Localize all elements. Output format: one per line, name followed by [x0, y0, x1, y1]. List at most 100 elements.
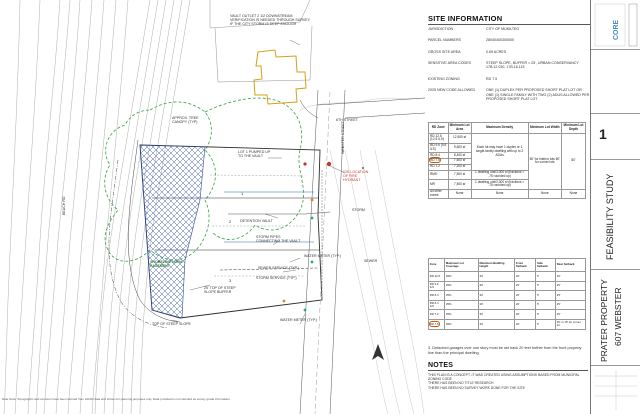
utility-marker — [282, 299, 286, 303]
utility-marker — [310, 198, 314, 202]
table-cell: 5' — [535, 280, 556, 292]
table-cell: 25' — [554, 309, 587, 320]
table-cell: 5' — [535, 309, 556, 320]
site-info-value: 0.69 ACRES — [486, 49, 507, 54]
label-water-meter-2: WATER METER (TYP.) — [280, 318, 318, 322]
table-cell: Each lot may have 1 duplex or 1 single-f… — [470, 133, 529, 171]
table-cell: 35% — [444, 290, 479, 301]
table-cell: 7,500 sf — [447, 158, 472, 165]
core-logo-icon — [594, 3, 638, 47]
label-water-meter: WATER METER (TYP.) — [304, 254, 342, 258]
site-info-value: ONE (1) DUPLEX PER PROPOSED SHORT PLAT L… — [486, 88, 590, 101]
note-item: THERE HAS BEEN NO SURVEY WORK DONE FOR T… — [428, 385, 525, 390]
label-sewer: SEWER — [364, 259, 378, 263]
note-item: THIS PLAN IS A CONCEPT. IT WAS CREATED U… — [428, 373, 580, 382]
table-cell: 8,400 sf — [447, 152, 472, 159]
streets — [299, 89, 425, 414]
table-cell: 35% — [444, 318, 479, 330]
table-cell: 20' — [514, 299, 537, 311]
steep-slope-buffer-line — [108, 159, 169, 329]
table-cell: 30' — [477, 318, 516, 330]
column-header: Minimum Lot Depth — [560, 122, 587, 134]
table-cell: RD 12.5 (12.5 ILS) — [428, 133, 449, 144]
table-cell: All other zones — [428, 188, 449, 200]
table-cell: 20' — [514, 280, 537, 292]
table-cell: 25' or 15' for corner lot — [554, 318, 587, 330]
table-cell: 5' — [535, 299, 556, 311]
title-block: CORE 1 FEASIBILITY STUDY PRATER PROPERTY… — [590, 0, 640, 414]
label-webster-street: WEBSTER STREET — [341, 121, 345, 154]
table-cell: 25' — [554, 290, 587, 301]
column-header: Front Setback — [514, 258, 537, 272]
table-cell: None — [470, 188, 529, 200]
column-header: Side Setback — [535, 258, 556, 272]
notes-panel: NOTES THIS PLAN IS A CONCEPT. IT WAS CRE… — [428, 362, 588, 390]
label-storm-service: STORM SERVICE (TYP.) — [256, 276, 297, 280]
highlighted-zone: RD 7.5 — [429, 157, 441, 164]
existing-building — [253, 49, 307, 105]
column-header: Maximum Density — [470, 122, 529, 134]
column-header: Rear Setback — [554, 258, 587, 272]
utility-marker — [303, 308, 307, 312]
notes-list: THIS PLAN IS A CONCEPT. IT WAS CREATED U… — [428, 373, 588, 390]
utility-marker — [310, 216, 314, 220]
table-cell: 30' — [477, 271, 516, 282]
label-storm-pipes: STORM PIPES CONNECTING THE VAULT — [256, 235, 301, 244]
table-cell: 35% — [444, 299, 479, 311]
title-block-study-box: FEASIBILITY STUDY — [591, 160, 640, 270]
table-cell: RD 12.5 — [427, 271, 446, 282]
label-lot1-pump: LOT 1 PUMPED UP TO THE VAULT — [238, 150, 271, 159]
neighbor-lot-outline — [214, 25, 313, 83]
shoreline-easement-hatch — [139, 144, 206, 319]
table-cell: None — [447, 188, 472, 200]
table-cell: 7,500 sf — [447, 169, 472, 181]
table-cell: 7,200 sf — [447, 163, 472, 171]
label-fire-hydrant: GIS LOCATION OF FIRE HYDRANT — [343, 170, 369, 183]
title-block-firm-box: CORE — [591, 0, 640, 50]
label-lot-3: 3 — [229, 278, 232, 283]
table-cell: 30' — [477, 299, 516, 311]
detached-garage-note: 3. Detached garages over one story must … — [428, 346, 582, 355]
utility-marker — [361, 166, 365, 170]
table-cell: 9,600 sf — [447, 142, 472, 154]
table-cell: RD 9.6 (9.6 ILS) — [428, 142, 449, 154]
site-info-key: 2025 NEW CODE ALLOWED — [428, 88, 476, 93]
table-row: All other zones None None None None — [428, 188, 587, 200]
utility-marker — [303, 162, 307, 166]
zoning-density-table: RD Zone Minimum Lot Area Maximum Density… — [428, 122, 587, 200]
table-row: RD 12.5 (12.5 ILS) 12,500 sf Each lot ma… — [428, 133, 587, 190]
label-detention-vault: DETENTION VAULT — [240, 219, 273, 223]
neighbor-lot-outline — [209, 0, 311, 29]
site-info-value: RD 7.5 — [486, 76, 498, 81]
label-lot-1: 1 — [241, 191, 244, 196]
table-cell: 5' — [535, 271, 556, 282]
table-cell: RMD — [428, 169, 449, 181]
column-header: Maximum Building Height — [477, 258, 516, 272]
study-title: FEASIBILITY STUDY — [605, 173, 615, 260]
table-cell: 20' — [514, 318, 537, 330]
table-cell: 20' — [514, 309, 537, 320]
label-lot-2: 2 — [229, 219, 232, 224]
column-header: Zone — [427, 258, 446, 272]
utility-lines — [219, 170, 331, 300]
top-of-steep-slope-line — [128, 139, 179, 323]
table-row: RD 8.4 8,400 sf — [428, 152, 586, 159]
table-cell: 7,500 sf — [447, 179, 472, 190]
column-header: Maximum Lot Coverage — [444, 258, 479, 272]
table-cell: 50' for interior lots 60' for corner lot… — [527, 133, 562, 190]
footer-disclaimer: Date Note: Topographic and contours have… — [2, 397, 231, 401]
site-info-value: 28040400300500 — [486, 38, 514, 43]
table-cell: RD 7.2 — [427, 309, 446, 320]
title-block-project-box: PRATER PROPERTY 607 WEBSTER — [591, 270, 640, 366]
table-cell: RD 7.5 — [427, 318, 446, 330]
table-cell: 1 dwelling unit/3,000 sf (fractions > .7… — [470, 169, 529, 181]
table-cell: 25' — [554, 299, 587, 311]
label-6th-street: 6TH STREET — [336, 118, 358, 122]
